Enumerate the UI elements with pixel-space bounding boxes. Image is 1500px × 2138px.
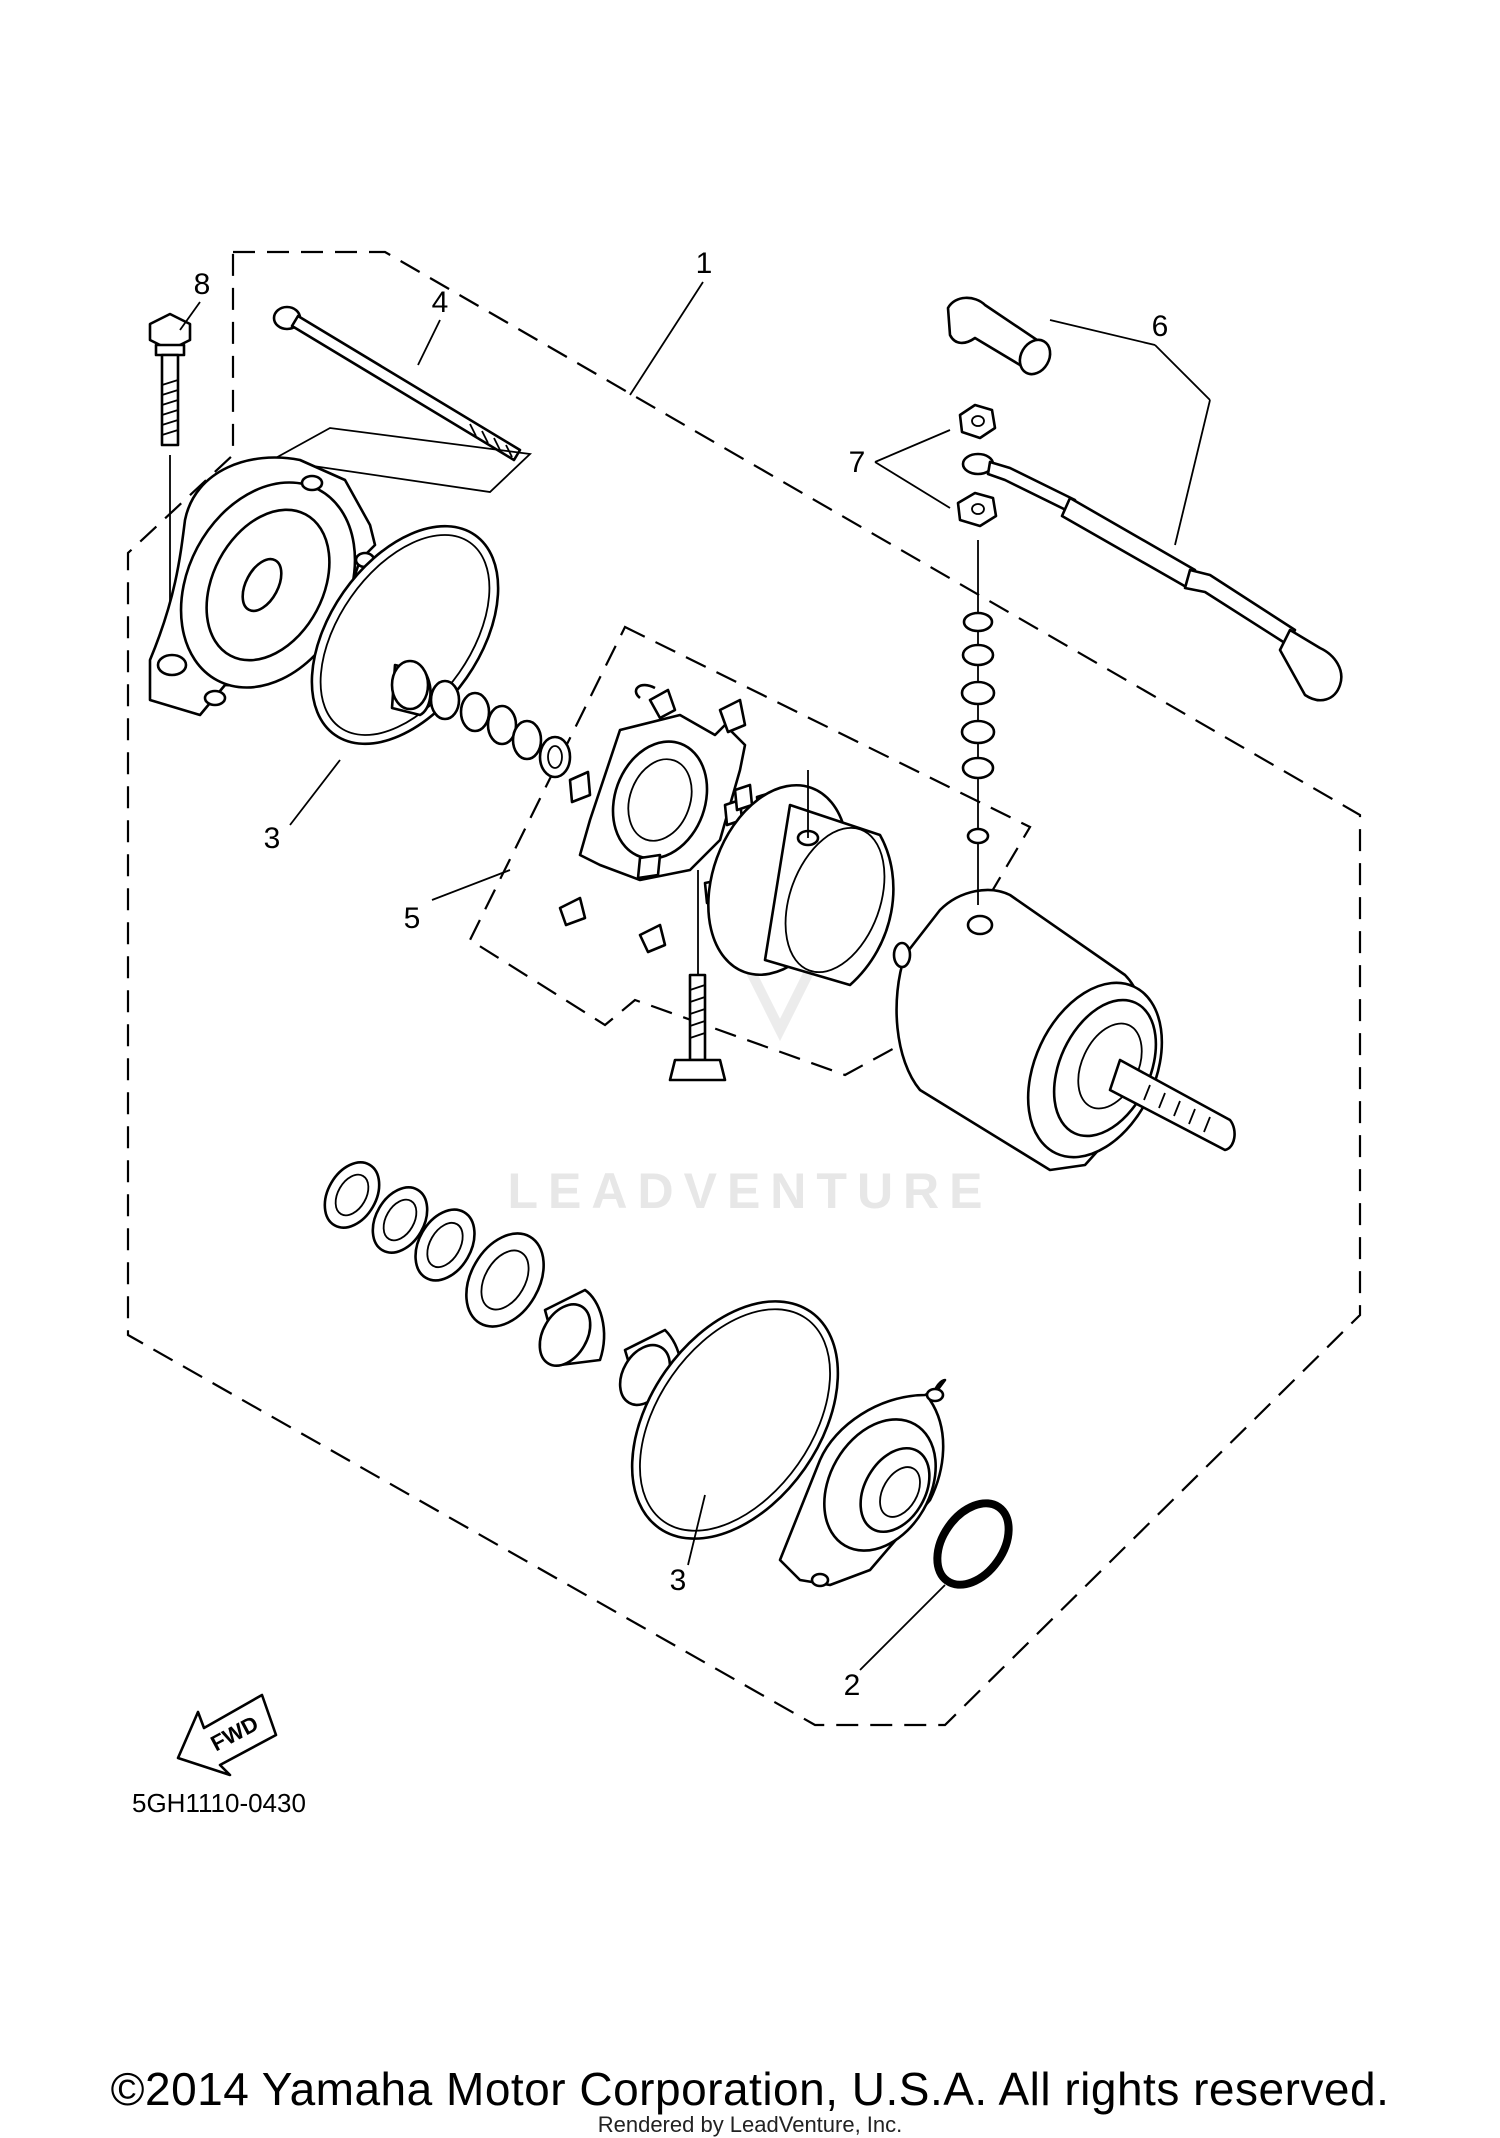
front-o-ring-inner	[639, 1308, 831, 1532]
brush-set-boundary	[468, 625, 1032, 1077]
callout-7: 7	[849, 446, 866, 479]
motor-yoke-part	[892, 888, 1236, 1172]
callout-3-rear: 3	[264, 822, 281, 855]
lead-wire-part	[946, 296, 1343, 702]
callout-6: 6	[1152, 310, 1169, 343]
watermark-text: LEADVENTURE	[507, 1163, 992, 1219]
rear-o-ring-inner	[319, 534, 491, 736]
leader-lines	[179, 281, 1211, 1671]
rear-washers-part	[390, 659, 572, 779]
callout-4: 4	[432, 286, 449, 319]
callout-2: 2	[844, 1669, 861, 1702]
assembly-boundary	[126, 250, 1362, 1727]
through-bolt-part	[269, 305, 532, 493]
terminal-bolt-part	[668, 870, 727, 1082]
callout-3-front: 3	[670, 1564, 687, 1597]
brush-holder-plate-part	[568, 713, 747, 882]
fwd-arrow-icon: FWD	[176, 1693, 278, 1777]
diagram-reference-code: 5GH1110-0430	[132, 1788, 306, 1818]
yoke-sleeve-part	[707, 770, 895, 987]
callout-8: 8	[194, 268, 211, 301]
insulator-washers-part	[960, 611, 996, 845]
small-o-ring-part	[933, 1499, 1013, 1589]
brushes-part	[558, 683, 774, 954]
callouts: 1 2 3 3 4 5 6 7 8	[194, 247, 1169, 1702]
rendered-by-notice: Rendered by LeadVenture, Inc.	[597, 2112, 903, 2137]
bolt-part	[148, 312, 192, 640]
front-cover-part	[778, 1378, 947, 1588]
callout-5: 5	[404, 902, 421, 935]
copyright-notice: ©2014 Yamaha Motor Corporation, U.S.A. A…	[110, 2063, 1390, 2115]
callout-1: 1	[696, 247, 713, 280]
rear-cover-part	[148, 456, 377, 717]
